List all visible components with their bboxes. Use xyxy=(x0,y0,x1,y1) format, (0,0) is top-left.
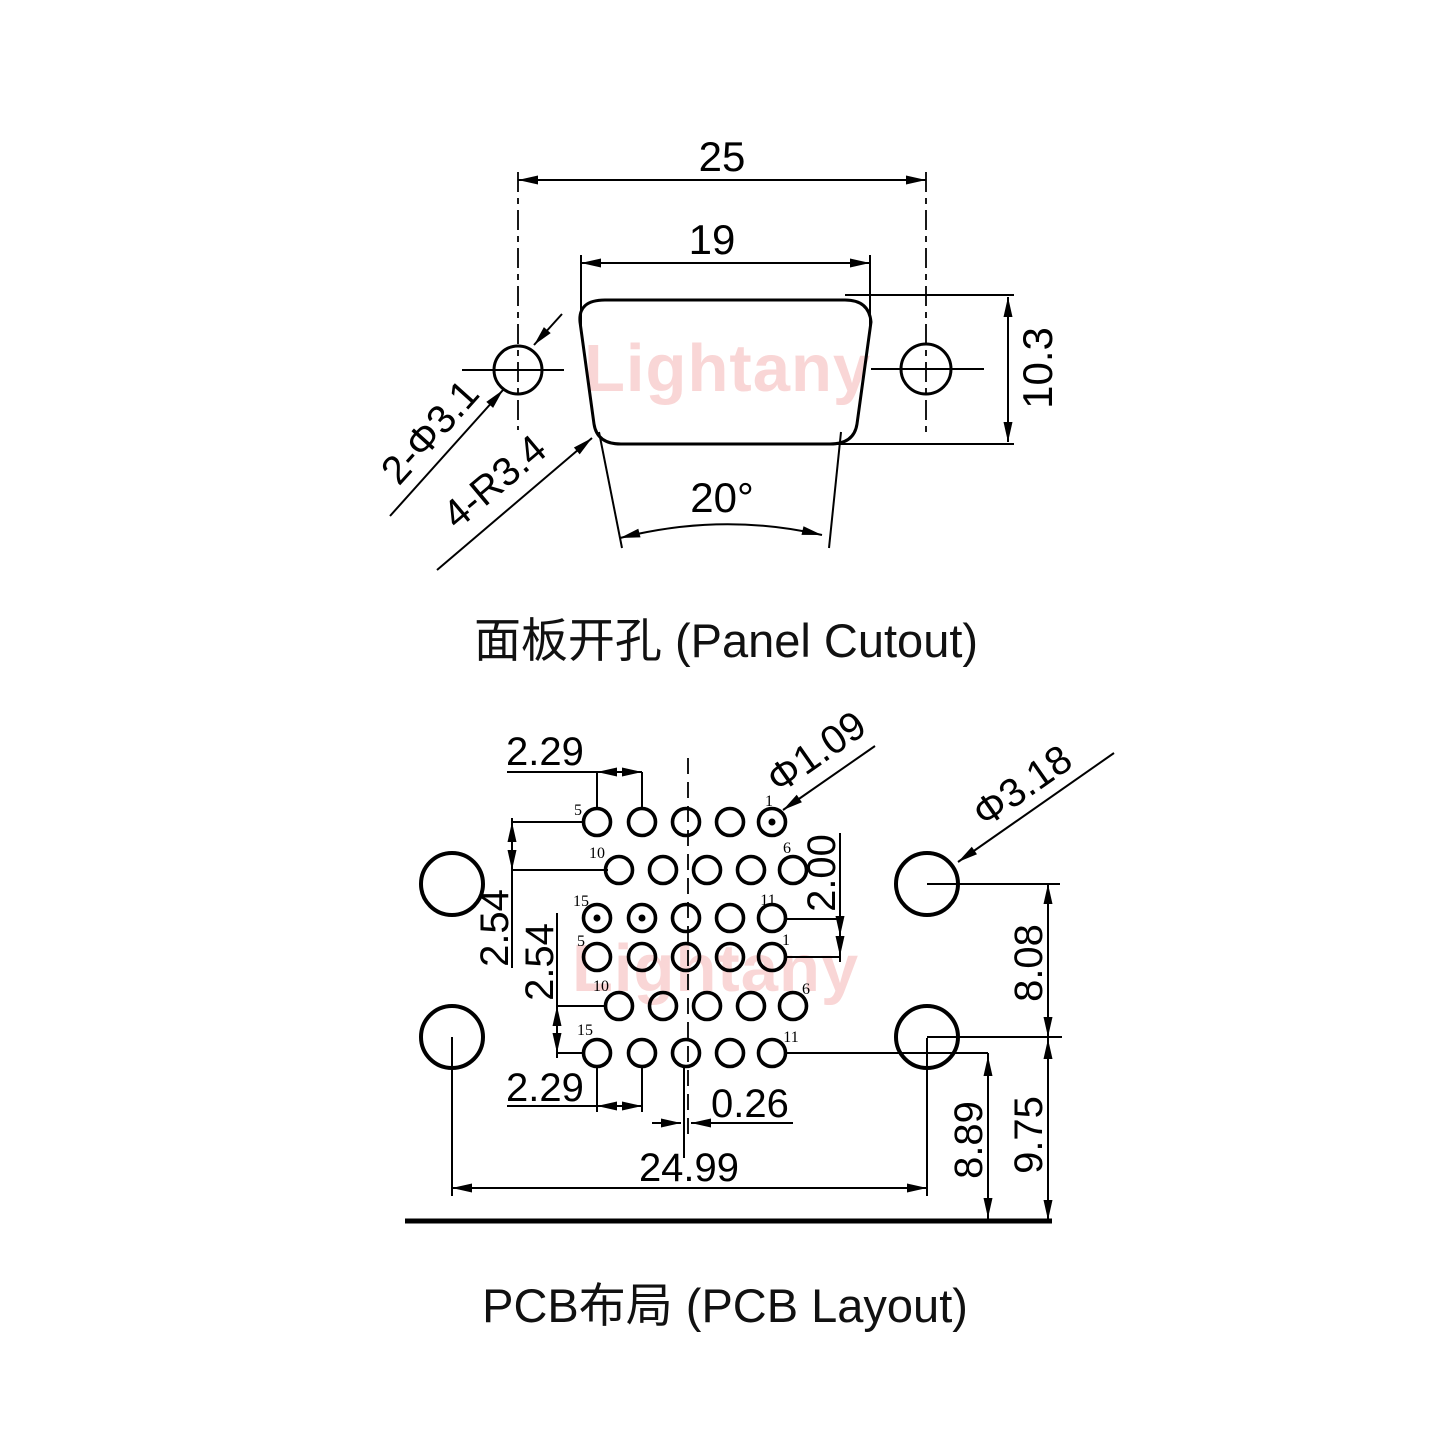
panel-cutout-drawing: Lightany 25 19 xyxy=(373,133,1061,667)
dim-mount-hole-vertical: 8.08 xyxy=(927,883,1062,1038)
dim-outer-width: 25 xyxy=(517,133,927,432)
pin-label: 1 xyxy=(782,932,790,949)
pcb-layout-title: PCB布局 (PCB Layout) xyxy=(482,1279,968,1332)
dim-center-offset-value: 0.26 xyxy=(711,1082,789,1126)
dim-center-offset: 0.26 xyxy=(652,1082,793,1128)
dim-mount-hole-horizontal: 24.99 xyxy=(451,1037,928,1196)
pin-center-dot xyxy=(593,914,601,922)
dim-mount-to-edge: 9.75 xyxy=(1007,1037,1053,1220)
dim-row-spacing-lower-value: 2.54 xyxy=(518,923,562,1001)
dim-cutout-height-value: 10.3 xyxy=(1014,327,1061,409)
dim-row-spacing-lower: 2.54 xyxy=(518,913,606,1058)
dim-outer-width-value: 25 xyxy=(699,133,746,180)
dim-pin-to-edge: 8.89 xyxy=(786,1052,993,1220)
pin-label: 10 xyxy=(589,845,605,862)
pin-label: 6 xyxy=(783,840,791,857)
dim-inner-width: 19 xyxy=(580,216,871,332)
dim-mount-hole-vertical-value: 8.08 xyxy=(1007,924,1051,1002)
pin-center-dot xyxy=(768,818,776,826)
pin-number-labels: 5 1 10 6 15 11 5 1 10 6 15 11 xyxy=(573,793,810,1046)
pin-label: 1 xyxy=(765,793,773,810)
panel-mount-hole-left xyxy=(462,344,564,396)
dim-pin-pitch-bottom: 2.29 xyxy=(506,1066,643,1112)
pin-label: 5 xyxy=(577,933,585,950)
pin-label: 15 xyxy=(573,893,589,910)
dim-pin-diameter: Φ1.09 xyxy=(759,703,876,811)
pin-label: 5 xyxy=(574,802,582,819)
dim-mount-to-edge-value: 9.75 xyxy=(1007,1096,1051,1174)
pin-label: 6 xyxy=(802,981,810,998)
watermark-top: Lightany xyxy=(584,331,871,406)
dim-pin-pitch-top: 2.29 xyxy=(506,730,643,809)
dim-side-angle: 20° xyxy=(598,431,842,549)
pin-label: 10 xyxy=(593,978,609,995)
dim-connector-gap-value: 2.00 xyxy=(800,834,844,912)
dim-row-spacing-upper: 2.54 xyxy=(473,818,608,968)
dim-corner-radius: 4-R3.4 xyxy=(435,427,593,571)
dim-pin-pitch-top-value: 2.29 xyxy=(506,730,584,774)
dim-mount-hole-horizontal-value: 24.99 xyxy=(639,1146,739,1190)
dim-side-angle-value: 20° xyxy=(690,474,754,521)
dim-connector-gap: 2.00 xyxy=(786,833,845,962)
dim-mount-hole-diameter-value: Φ3.18 xyxy=(965,737,1080,836)
pin-center-dot xyxy=(638,914,646,922)
dim-row-spacing-upper-value: 2.54 xyxy=(473,889,517,967)
dim-pin-pitch-bottom-value: 2.29 xyxy=(506,1066,584,1110)
panel-mount-hole-right xyxy=(871,342,984,396)
dim-cutout-height: 10.3 xyxy=(833,294,1061,445)
pin-label: 15 xyxy=(577,1022,593,1039)
dim-pin-to-edge-value: 8.89 xyxy=(947,1101,991,1179)
pcb-layout-drawing: Lightany 5 1 10 6 15 11 5 1 10 6 xyxy=(405,703,1115,1332)
panel-cutout-title: 面板开孔 (Panel Cutout) xyxy=(474,614,978,667)
dim-inner-width-value: 19 xyxy=(689,216,736,263)
pin-label: 11 xyxy=(760,892,775,909)
dim-mount-hole-diameter: Φ3.18 xyxy=(957,737,1115,863)
pin-label: 11 xyxy=(783,1029,798,1046)
